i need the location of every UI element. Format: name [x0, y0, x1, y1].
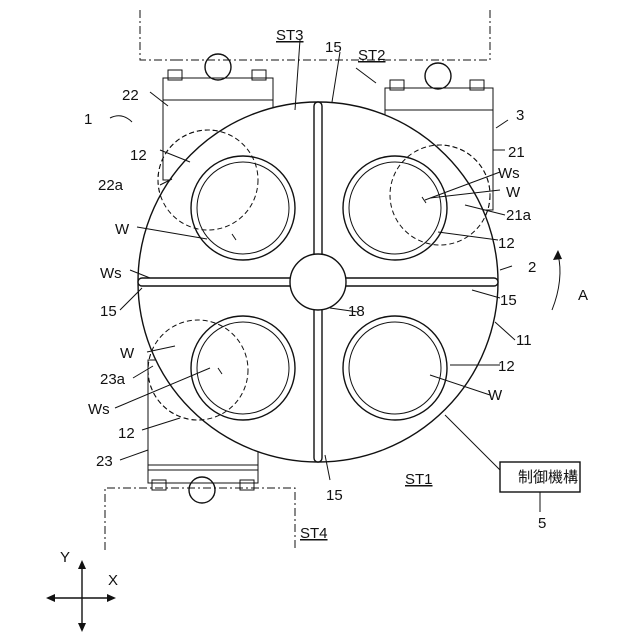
label-12-lr: 12 — [498, 358, 515, 375]
label-15-left: 15 — [100, 303, 117, 320]
label-18: 18 — [348, 303, 365, 320]
lower-housing — [105, 488, 295, 550]
label-15-bottom: 15 — [326, 487, 343, 504]
label-21: 21 — [508, 144, 525, 161]
upper-housing — [140, 10, 490, 60]
label-w-lr: W — [488, 387, 503, 404]
label-st4: ST4 — [300, 525, 328, 542]
controller-box — [445, 415, 580, 512]
label-23: 23 — [96, 453, 113, 470]
label-12-ul: 12 — [130, 147, 147, 164]
label-5: 5 — [538, 515, 546, 532]
label-12-ll: 12 — [118, 425, 135, 442]
label-w-ul: W — [115, 221, 130, 238]
label-controller: 制御機構 — [518, 469, 578, 486]
label-22: 22 — [122, 87, 139, 104]
label-axis-x: X — [108, 572, 118, 589]
label-23a: 23a — [100, 371, 126, 388]
center-hub — [290, 254, 346, 310]
label-st1: ST1 — [405, 471, 433, 488]
label-st2: ST2 — [358, 47, 386, 64]
label-axis-y: Y — [60, 549, 70, 566]
rotation-arrow — [552, 250, 562, 310]
label-3: 3 — [516, 107, 524, 124]
label-w-ur: W — [506, 184, 521, 201]
label-ws-ur: Ws — [498, 165, 520, 182]
label-21a: 21a — [506, 207, 532, 224]
label-12-ur: 12 — [498, 235, 515, 252]
label-1: 1 — [84, 111, 92, 128]
label-2: 2 — [528, 259, 536, 276]
label-ws-ll: Ws — [88, 401, 110, 418]
label-st3: ST3 — [276, 27, 304, 44]
axis-symbol — [46, 560, 116, 632]
label-15-right: 15 — [500, 292, 517, 309]
label-a: A — [578, 287, 588, 304]
label-11: 11 — [516, 332, 532, 349]
label-15-top: 15 — [325, 39, 342, 56]
label-22a: 22a — [98, 177, 124, 194]
label-ws-ul: Ws — [100, 265, 122, 282]
label-w-ll: W — [120, 345, 135, 362]
